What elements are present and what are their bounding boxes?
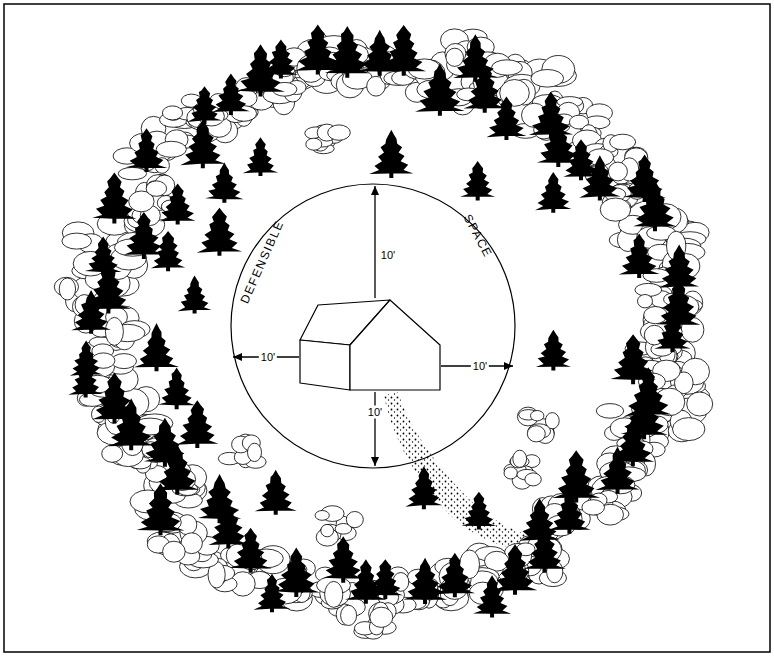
shrub bbox=[305, 124, 351, 154]
conifer-tree bbox=[254, 574, 291, 613]
shrub bbox=[504, 450, 541, 489]
conifer-tree bbox=[236, 44, 285, 96]
conifer-tree bbox=[126, 128, 168, 172]
conifer-tree bbox=[654, 313, 691, 352]
conifer-tree bbox=[493, 544, 538, 595]
dimension-label: 10' bbox=[259, 351, 277, 364]
conifer-tree bbox=[255, 470, 297, 515]
conifer-tree bbox=[529, 92, 573, 139]
conifer-tree bbox=[463, 65, 506, 113]
conifer-tree bbox=[160, 184, 196, 225]
conifer-tree bbox=[633, 181, 677, 232]
conifer-tree bbox=[552, 450, 600, 502]
conifer-tree bbox=[415, 63, 465, 116]
conifer-tree bbox=[548, 489, 591, 534]
conifer-tree bbox=[473, 575, 511, 617]
conifer-tree bbox=[176, 400, 218, 448]
conifer-tree bbox=[198, 474, 241, 523]
vegetation bbox=[54, 24, 712, 639]
dimension-arrows bbox=[233, 186, 513, 466]
conifer-tree bbox=[460, 161, 495, 200]
conifer-tree bbox=[71, 290, 111, 334]
house bbox=[300, 300, 440, 390]
conifer-tree bbox=[462, 492, 497, 530]
conifer-tree bbox=[523, 528, 566, 573]
conifer-tree bbox=[657, 280, 701, 329]
conifer-tree bbox=[323, 536, 363, 582]
conifer-tree bbox=[359, 30, 401, 76]
conifer-tree bbox=[151, 231, 185, 271]
conifer-tree bbox=[273, 547, 320, 596]
conifer-tree bbox=[108, 398, 154, 450]
conifer-tree bbox=[405, 466, 442, 509]
conifer-tree bbox=[325, 26, 370, 78]
conifer-tree bbox=[134, 323, 179, 371]
conifer-tree bbox=[197, 208, 242, 256]
conifer-tree bbox=[178, 275, 212, 313]
conifer-tree bbox=[579, 155, 620, 200]
conifer-tree bbox=[187, 86, 222, 124]
zone-label: SPACE bbox=[462, 212, 495, 259]
dimension-label: 10' bbox=[379, 249, 397, 262]
gravel-driveway bbox=[384, 392, 545, 552]
conifer-tree bbox=[486, 96, 526, 140]
conifer-tree bbox=[137, 483, 185, 535]
frame bbox=[4, 4, 770, 652]
conifer-tree bbox=[158, 367, 195, 409]
conifer-tree bbox=[243, 137, 279, 176]
dimension-label: 10' bbox=[366, 406, 384, 419]
shrub bbox=[315, 506, 363, 546]
zone-label: DEFENSIBLE bbox=[238, 219, 285, 306]
conifer-tree bbox=[85, 237, 122, 276]
conifer-tree bbox=[68, 359, 103, 398]
conifer-tree bbox=[205, 163, 243, 203]
shrub bbox=[218, 434, 266, 468]
conifer-tree bbox=[369, 130, 413, 178]
conifer-tree bbox=[535, 172, 571, 213]
defensible-space-circle bbox=[231, 184, 515, 468]
shrub bbox=[517, 407, 559, 443]
conifer-tree bbox=[403, 558, 447, 604]
conifer-tree bbox=[536, 330, 571, 371]
conifer-tree bbox=[595, 447, 639, 494]
dimension-label: 10' bbox=[471, 360, 489, 373]
conifer-tree bbox=[212, 74, 250, 115]
conifer-tree bbox=[345, 559, 387, 604]
conifer-tree bbox=[180, 120, 225, 168]
conifer-tree bbox=[208, 503, 248, 549]
conifer-tree bbox=[92, 172, 136, 223]
conifer-tree bbox=[619, 233, 660, 278]
conifer-tree bbox=[229, 528, 271, 573]
